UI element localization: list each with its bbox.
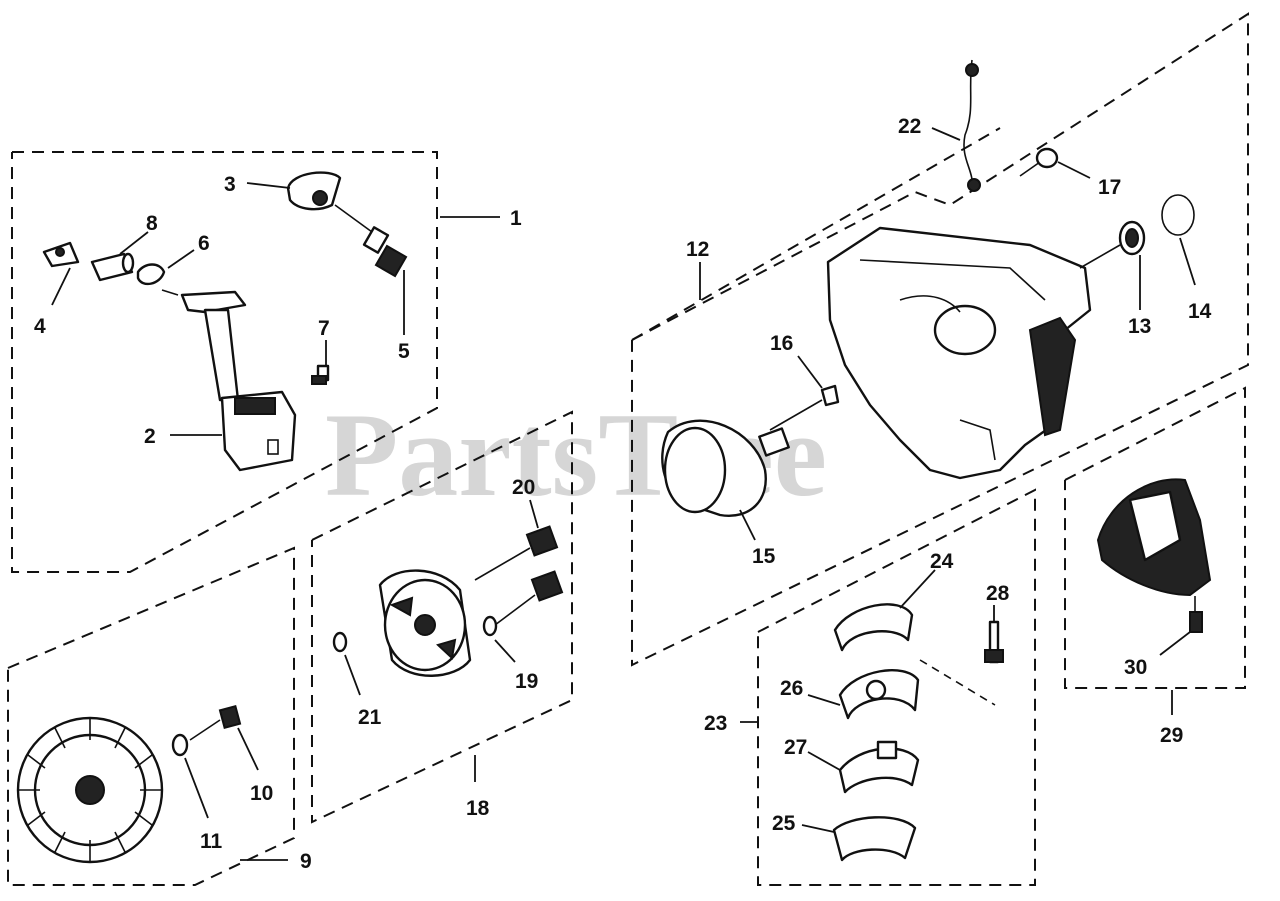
callout-6[interactable]: 6 [198, 232, 210, 255]
leader-19 [494, 639, 516, 663]
retaining-ring-14[interactable] [1161, 194, 1195, 236]
callout-15[interactable]: 15 [752, 545, 776, 568]
clutch-washer-19[interactable] [482, 615, 498, 637]
screw-17[interactable] [1019, 147, 1059, 177]
leader-25 [801, 824, 835, 833]
flywheel[interactable] [16, 716, 164, 864]
callout-7[interactable]: 7 [318, 317, 330, 340]
leader-30 [1159, 631, 1191, 656]
clutch-housing[interactable] [826, 226, 1092, 480]
group-12-boundary-outer [631, 12, 1249, 667]
callout-12[interactable]: 12 [686, 238, 709, 261]
callout-10[interactable]: 10 [250, 782, 273, 805]
leader-4 [51, 267, 71, 306]
leader-20 [529, 499, 539, 529]
leader-11 [184, 757, 209, 819]
leader-8 [119, 231, 149, 255]
bearing-13[interactable] [1079, 220, 1146, 269]
guard-29[interactable] [1096, 478, 1212, 597]
callout-29[interactable]: 29 [1160, 724, 1183, 747]
group-29-boundary [1064, 386, 1246, 689]
clamp-mid-26[interactable] [838, 669, 920, 720]
group-12-boundary [631, 127, 1001, 341]
screw-7[interactable] [311, 364, 330, 385]
callout-22[interactable]: 22 [898, 115, 921, 138]
spark-plug-terminal[interactable] [334, 204, 408, 278]
callout-26[interactable]: 26 [780, 677, 803, 700]
leader-26 [807, 694, 841, 706]
callout-3[interactable]: 3 [224, 173, 236, 196]
leader-3 [246, 182, 291, 189]
leader-14 [1179, 237, 1196, 286]
ignition-module[interactable] [180, 290, 297, 472]
group-23-boundary [757, 488, 1036, 886]
callout-25[interactable]: 25 [772, 812, 796, 835]
callout-20[interactable]: 20 [512, 476, 535, 499]
leader-22 [931, 127, 961, 141]
spark-plug-boot[interactable] [286, 171, 342, 211]
nut-10[interactable] [189, 705, 242, 741]
wire-sleeve[interactable] [90, 252, 135, 282]
callout-2[interactable]: 2 [144, 425, 156, 448]
clip-16[interactable] [769, 384, 840, 431]
callout-5[interactable]: 5 [398, 340, 410, 363]
leader-21 [344, 654, 361, 696]
washer-11[interactable] [171, 733, 189, 757]
clamp-upper-24[interactable] [833, 603, 914, 652]
callout-1[interactable]: 1 [510, 207, 522, 230]
callout-18[interactable]: 18 [466, 797, 490, 820]
leader-17 [1057, 161, 1091, 179]
leader-16 [797, 355, 823, 389]
clamp-lower-25[interactable] [832, 816, 917, 862]
screw-30[interactable] [1189, 596, 1203, 633]
wire-clip[interactable] [42, 241, 80, 268]
callout-11[interactable]: 11 [200, 830, 223, 853]
callout-21[interactable]: 21 [358, 706, 382, 729]
clutch-washer-21[interactable] [332, 631, 348, 653]
callout-30[interactable]: 30 [1124, 656, 1147, 679]
callout-19[interactable]: 19 [515, 670, 538, 693]
leader-6 [167, 249, 195, 269]
callout-9[interactable]: 9 [300, 850, 312, 873]
callout-27[interactable]: 27 [784, 736, 807, 759]
callout-14[interactable]: 14 [1188, 300, 1212, 323]
leader-10 [237, 727, 259, 771]
callout-8[interactable]: 8 [146, 212, 158, 235]
grommet[interactable] [136, 263, 179, 296]
ground-wire[interactable] [963, 59, 981, 192]
clamp-insert-27[interactable] [838, 740, 920, 794]
callout-17[interactable]: 17 [1098, 176, 1121, 199]
screw-28[interactable] [984, 620, 1004, 664]
leader-27 [807, 751, 841, 771]
callout-4[interactable]: 4 [34, 315, 46, 338]
callout-23[interactable]: 23 [704, 712, 727, 735]
callout-24[interactable]: 24 [930, 550, 954, 573]
shoulder-bolt-20[interactable] [474, 525, 564, 626]
callout-28[interactable]: 28 [986, 582, 1010, 605]
callout-16[interactable]: 16 [770, 332, 793, 355]
leader-15 [739, 509, 756, 541]
clutch-drum[interactable] [661, 419, 790, 517]
assembly-line-28 [919, 659, 996, 706]
callout-13[interactable]: 13 [1128, 315, 1151, 338]
clutch-assembly[interactable] [378, 569, 472, 677]
leader-24 [899, 569, 936, 609]
